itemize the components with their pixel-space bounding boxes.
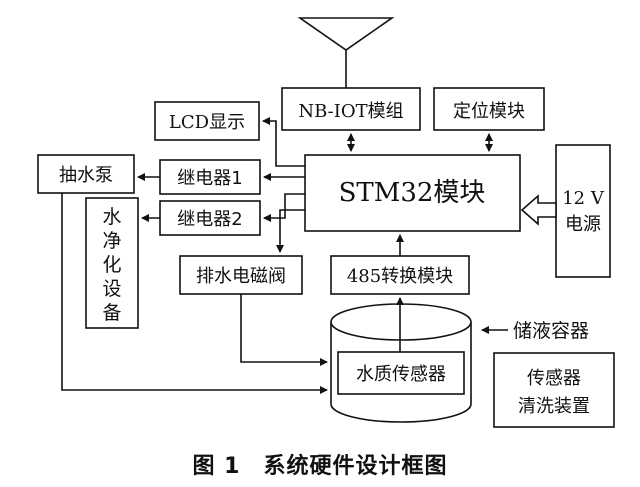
- mcu-relay2-link: [263, 193, 305, 222]
- container-label-group: 储液容器: [481, 320, 589, 342]
- hardware-block-diagram: NB-IOT模组 定位模块 LCD显示 STM32模块 抽水泵 继电器1 继电器…: [37, 17, 615, 428]
- drain-valve-label: 排水电磁阀: [196, 266, 286, 287]
- nbiot-module-box: NB-IOT模组: [281, 87, 421, 131]
- drain-valve-box: 排水电磁阀: [179, 255, 303, 295]
- pump-label: 抽水泵: [59, 165, 113, 186]
- lcd-display-box: LCD显示: [154, 101, 260, 141]
- purifier-char: 备: [102, 302, 121, 324]
- power-label: 电源: [565, 214, 601, 235]
- converter-label: 485转换模块: [347, 266, 453, 287]
- container-label: 储液容器: [513, 320, 589, 342]
- stm32-module-label: STM32模块: [339, 178, 486, 208]
- valve-container-link: [240, 294, 328, 366]
- purifier-char: 净: [102, 230, 121, 252]
- relay2-box: 继电器2: [159, 200, 261, 236]
- cleaner-label-line1: 传感器: [527, 368, 581, 389]
- lcd-display-label: LCD显示: [169, 112, 245, 133]
- nbiot-module-label: NB-IOT模组: [298, 101, 403, 122]
- converter-box: 485转换模块: [330, 255, 470, 295]
- purifier-box: 水 净 化 设 备: [85, 197, 139, 329]
- relay1-label: 继电器1: [177, 168, 242, 189]
- water-sensor-label: 水质传感器: [356, 364, 446, 385]
- gps-module-label: 定位模块: [453, 101, 525, 122]
- mcu-valve-link: [276, 209, 305, 253]
- purifier-char: 化: [102, 254, 121, 276]
- water-sensor-box: 水质传感器: [337, 351, 465, 395]
- power-supply-box: 12 V 电源: [555, 144, 611, 278]
- cleaner-box: 传感器 清洗装置: [493, 352, 615, 428]
- figure-caption: 图 1 系统硬件设计框图: [192, 454, 448, 479]
- mcu-lcd-link: [262, 117, 305, 167]
- cleaner-label-line2: 清洗装置: [518, 396, 590, 417]
- power-voltage-label: 12 V: [562, 188, 605, 209]
- relay1-box: 继电器1: [159, 159, 261, 195]
- purifier-char: 水: [102, 206, 121, 228]
- antenna-icon: [297, 17, 395, 88]
- relay2-label: 继电器2: [177, 209, 242, 230]
- purifier-char: 设: [102, 278, 121, 300]
- gps-module-box: 定位模块: [433, 87, 545, 131]
- power-mcu-arrow: [520, 194, 557, 226]
- pump-container-link: [61, 193, 328, 394]
- stm32-module-box: STM32模块: [304, 154, 521, 232]
- pump-box: 抽水泵: [37, 154, 135, 194]
